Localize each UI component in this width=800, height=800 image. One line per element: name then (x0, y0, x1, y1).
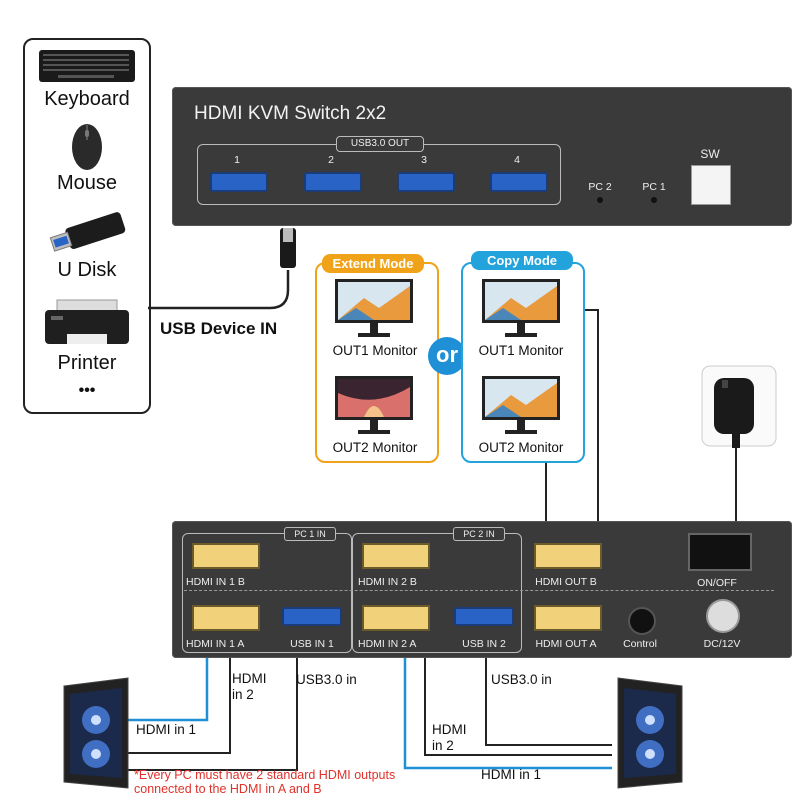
usb-device-cable (148, 270, 290, 310)
usb-port-1-label: 1 (234, 154, 240, 166)
usb-in-1-label: USB IN 1 (290, 638, 334, 650)
usb-out-port-1[interactable] (210, 172, 268, 192)
pc-right-icon (617, 677, 683, 789)
hdmi-out-b-port[interactable] (534, 543, 602, 569)
kvm-front-panel: HDMI KVM Switch 2x2 USB3.0 OUT 1 2 3 4 P… (172, 87, 792, 226)
pc2-in-label: PC 2 IN (453, 527, 505, 541)
extend-out1-monitor-icon (335, 279, 413, 337)
copy-out1-label: OUT1 Monitor (478, 343, 564, 358)
hdmi-requirement-note: *Every PC must have 2 standard HDMI outp… (134, 768, 395, 796)
left-usb-caption: USB3.0 in (296, 672, 357, 687)
usb-out-port-3[interactable] (397, 172, 455, 192)
usb-out-group-label: USB3.0 OUT (336, 136, 424, 152)
copy-out2-label: OUT2 Monitor (478, 440, 564, 455)
extend-out1-label: OUT1 Monitor (332, 343, 418, 358)
pc2-in-group (352, 533, 522, 653)
or-badge: or (428, 337, 466, 375)
printer-icon (45, 299, 129, 344)
more-peripherals-dots: ••• (78, 382, 96, 399)
right-usb-caption: USB3.0 in (491, 672, 552, 687)
power-switch[interactable] (688, 533, 752, 571)
mouse-icon (72, 124, 102, 170)
device-title: HDMI KVM Switch 2x2 (194, 103, 387, 124)
copy-out1-monitor-icon (482, 279, 560, 337)
usb-device-in-label: USB Device IN (160, 319, 278, 338)
dc-label: DC/12V (703, 638, 741, 650)
hdmi-in-1a-label: HDMI IN 1 A (186, 638, 245, 650)
hdmi-in-2b-label: HDMI IN 2 B (358, 576, 417, 588)
hdmi-out-a-port[interactable] (534, 605, 602, 631)
peripheral-label-printer: Printer (57, 352, 117, 374)
usb-in-2-port[interactable] (454, 607, 514, 626)
dc-jack[interactable] (706, 599, 740, 633)
hdmi-in-2a-label: HDMI IN 2 A (358, 638, 417, 650)
panel-divider (184, 590, 774, 591)
keyboard-icon (39, 50, 135, 82)
left-hdmi-in2-line1: HDMI (232, 671, 267, 686)
extend-out2-monitor-icon (335, 376, 413, 434)
right-hdmi-in2-line1: HDMI (432, 722, 467, 737)
hdmi-in-2a-port[interactable] (362, 605, 430, 631)
hdmi-out-b-label: HDMI OUT B (535, 576, 597, 588)
power-adapter-icon (701, 365, 777, 448)
left-hdmi-in1-caption: HDMI in 1 (136, 722, 197, 737)
usb-out-port-2[interactable] (304, 172, 362, 192)
control-port[interactable] (628, 607, 656, 635)
pc1-in-label: PC 1 IN (284, 527, 336, 541)
usb-out-port-4[interactable] (490, 172, 548, 192)
copy-mode-title: Copy Mode (471, 251, 573, 270)
kvm-rear-panel: PC 1 IN PC 2 IN HDMI IN 1 B HDMI IN 1 A … (172, 521, 792, 658)
hdmi-in-1b-label: HDMI IN 1 B (186, 576, 245, 588)
usb-port-4-label: 4 (514, 154, 520, 166)
sw-label: SW (700, 147, 720, 161)
right-hdmi-in2-line2: in 2 (432, 738, 454, 753)
note-line-2: connected to the HDMI in A and B (134, 782, 322, 796)
right-hdmi-in2-caption: HDMI in 2 (432, 722, 467, 754)
pc1-led (651, 197, 657, 203)
usb-port-2-label: 2 (328, 154, 334, 166)
hdmi-in-1a-port[interactable] (192, 605, 260, 631)
hdmi-out-a-label: HDMI OUT A (535, 638, 597, 650)
copy-out2-monitor-icon (482, 376, 560, 434)
usb-port-3-label: 3 (421, 154, 427, 166)
note-line-1: *Every PC must have 2 standard HDMI outp… (134, 768, 396, 782)
usb-in-2-label: USB IN 2 (462, 638, 506, 650)
extend-mode-title: Extend Mode (322, 254, 424, 273)
switch-button[interactable] (691, 165, 731, 205)
peripheral-label-mouse: Mouse (56, 172, 118, 194)
usb-in-1-port[interactable] (282, 607, 342, 626)
right-hdmi-in1-caption: HDMI in 1 (481, 767, 542, 782)
pc1-led-label: PC 1 (642, 181, 666, 193)
pc2-led-label: PC 2 (588, 181, 612, 193)
hdmi-in-2b-port[interactable] (362, 543, 430, 569)
extend-out2-label: OUT2 Monitor (332, 440, 418, 455)
hdmi-in-1b-port[interactable] (192, 543, 260, 569)
left-hdmi-in2-caption: HDMI in 2 (232, 671, 267, 703)
pc-left-icon (63, 677, 129, 789)
peripherals-panel: Keyboard Mouse U Disk Printer ••• (23, 38, 151, 414)
control-label: Control (623, 638, 657, 650)
peripheral-label-keyboard: Keyboard (44, 88, 130, 110)
left-hdmi-in2-line2: in 2 (232, 687, 254, 702)
pc2-led (597, 197, 603, 203)
on-off-label: ON/OFF (697, 577, 737, 589)
peripheral-label-udisk: U Disk (57, 259, 117, 281)
pc1-in-group (182, 533, 352, 653)
usb-disk-icon (49, 212, 126, 252)
